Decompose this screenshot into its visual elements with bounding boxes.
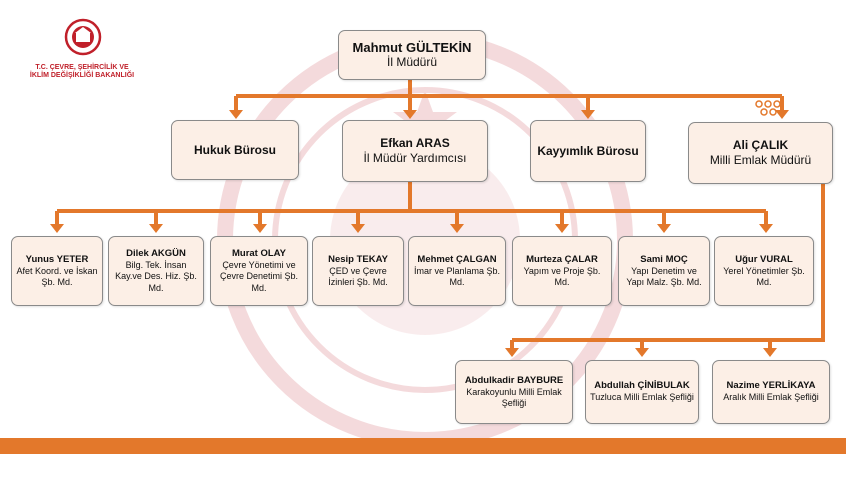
department-title: Yapı Denetim ve Yapı Malz. Şb. Md. bbox=[626, 265, 702, 288]
department-head-name: Dilek AKGÜN bbox=[126, 247, 186, 259]
department-head-name: Sami MOÇ bbox=[640, 253, 688, 265]
arrow-down-icon bbox=[635, 348, 649, 357]
ministry-name-line2: İKLİM DEĞİŞİKLİĞİ BAKANLIĞI bbox=[29, 72, 135, 79]
arrow-down-icon bbox=[229, 110, 243, 119]
arrow-down-icon bbox=[403, 110, 417, 119]
department-title: ÇED ve Çevre İzinleri Şb. Md. bbox=[328, 265, 388, 288]
emlak-unit-box: Abdulkadir BAYBURE Karakoyunlu Milli Eml… bbox=[455, 360, 573, 424]
emlak-unit-title: Aralık Milli Emlak Şefliği bbox=[723, 392, 819, 403]
emlak-unit-box: Abdullah ÇİNİBULAK Tuzluca Milli Emlak Ş… bbox=[585, 360, 699, 424]
department-title: İmar ve Planlama Şb. Md. bbox=[413, 265, 501, 288]
handle-dot-icon bbox=[760, 108, 768, 116]
department-box: Murteza ÇALAR Yapım ve Proje Şb. Md. bbox=[512, 236, 612, 306]
department-title: Afet Koord. ve İskan Şb. Md. bbox=[16, 265, 98, 288]
emlak-unit-title: Tuzluca Milli Emlak Şefliği bbox=[590, 392, 694, 403]
milli-emlak-director-name: Ali ÇALIK bbox=[732, 138, 789, 152]
ministry-emblem-icon bbox=[64, 18, 102, 56]
footer-band bbox=[0, 438, 846, 454]
unit-box-hukuk-burosu: Hukuk Bürosu bbox=[171, 120, 299, 180]
unit-name: Kayyımlık Bürosu bbox=[537, 143, 639, 158]
unit-name: Hukuk Bürosu bbox=[193, 142, 276, 157]
emlak-unit-head-name: Nazime YERLİKAYA bbox=[726, 380, 816, 392]
arrow-down-icon bbox=[351, 224, 365, 233]
arrow-down-icon bbox=[50, 224, 64, 233]
emlak-unit-title: Karakoyunlu Milli Emlak Şefliği bbox=[466, 386, 562, 409]
director-title: İl Müdürü bbox=[386, 55, 438, 69]
emlak-unit-box: Nazime YERLİKAYA Aralık Milli Emlak Şefl… bbox=[712, 360, 830, 424]
director-name: Mahmut GÜLTEKİN bbox=[352, 40, 472, 55]
emlak-unit-head-name: Abdullah ÇİNİBULAK bbox=[594, 380, 690, 392]
ministry-name: T.C. ÇEVRE, ŞEHİRCİLİK VE İKLİM DEĞİŞİKL… bbox=[14, 64, 150, 80]
handle-dot-icon bbox=[769, 108, 777, 116]
department-title: Yerel Yönetimler Şb. Md. bbox=[723, 265, 805, 288]
department-box: Nesip TEKAY ÇED ve Çevre İzinleri Şb. Md… bbox=[312, 236, 404, 306]
department-box: Mehmet ÇALGAN İmar ve Planlama Şb. Md. bbox=[408, 236, 506, 306]
milli-emlak-director-title: Milli Emlak Müdürü bbox=[709, 153, 812, 167]
department-box: Uğur VURAL Yerel Yönetimler Şb. Md. bbox=[714, 236, 814, 306]
handle-dot-icon bbox=[755, 100, 763, 108]
department-head-name: Murat OLAY bbox=[231, 247, 287, 259]
arrow-down-icon bbox=[657, 224, 671, 233]
handle-dot-icon bbox=[764, 100, 772, 108]
arrow-down-icon bbox=[555, 224, 569, 233]
ministry-name-line1: T.C. ÇEVRE, ŞEHİRCİLİK VE bbox=[35, 64, 129, 71]
deputy-director-title: İl Müdür Yardımcısı bbox=[363, 151, 467, 165]
connector-emlak-bus bbox=[512, 184, 825, 342]
department-box: Dilek AKGÜN Bilg. Tek. İnsan Kay.ve Des.… bbox=[108, 236, 204, 306]
department-title: Çevre Yönetimi ve Çevre Denetimi Şb. Md. bbox=[219, 259, 299, 293]
director-box: Mahmut GÜLTEKİN İl Müdürü bbox=[338, 30, 486, 80]
department-title: Bilg. Tek. İnsan Kay.ve Des. Hiz. Şb. Md… bbox=[115, 259, 197, 293]
milli-emlak-director-box: Ali ÇALIK Milli Emlak Müdürü bbox=[688, 122, 833, 184]
unit-box-kayyimlik-burosu: Kayyımlık Bürosu bbox=[530, 120, 646, 182]
arrow-down-icon bbox=[775, 110, 789, 119]
deputy-director-name: Efkan ARAS bbox=[380, 136, 450, 150]
handle-dot-icon bbox=[773, 100, 781, 108]
department-box: Yunus YETER Afet Koord. ve İskan Şb. Md. bbox=[11, 236, 103, 306]
arrow-down-icon bbox=[253, 224, 267, 233]
arrow-down-icon bbox=[759, 224, 773, 233]
department-title: Yapım ve Proje Şb. Md. bbox=[523, 265, 601, 288]
department-head-name: Nesip TEKAY bbox=[328, 253, 388, 265]
department-box: Sami MOÇ Yapı Denetim ve Yapı Malz. Şb. … bbox=[618, 236, 710, 306]
arrow-down-icon bbox=[763, 348, 777, 357]
arrow-down-icon bbox=[450, 224, 464, 233]
department-head-name: Uğur VURAL bbox=[735, 253, 793, 265]
arrow-down-icon bbox=[505, 348, 519, 357]
department-head-name: Murteza ÇALAR bbox=[526, 253, 598, 265]
arrow-down-icon bbox=[581, 110, 595, 119]
deputy-director-box: Efkan ARAS İl Müdür Yardımcısı bbox=[342, 120, 488, 182]
ministry-logo: T.C. ÇEVRE, ŞEHİRCİLİK VE İKLİM DEĞİŞİKL… bbox=[14, 18, 154, 88]
department-head-name: Yunus YETER bbox=[25, 253, 89, 265]
arrow-down-icon bbox=[149, 224, 163, 233]
department-box: Murat OLAY Çevre Yönetimi ve Çevre Denet… bbox=[210, 236, 308, 306]
emlak-unit-head-name: Abdulkadir BAYBURE bbox=[464, 374, 564, 386]
footer-strip bbox=[0, 454, 846, 477]
department-head-name: Mehmet ÇALGAN bbox=[417, 253, 497, 265]
